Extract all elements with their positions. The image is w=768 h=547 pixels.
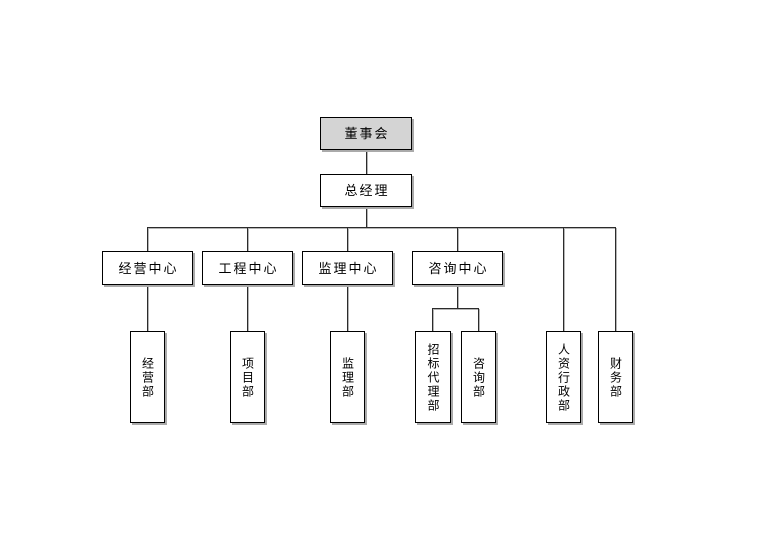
node-dept-hr-admin-label: 人资行政部 [556,343,571,413]
node-dept-hr-admin: 人资行政部 [546,331,581,423]
connector-cons-center-stem [457,285,458,308]
node-center-consulting-label: 咨询中心 [428,260,489,276]
node-center-consulting: 咨询中心 [412,251,503,285]
node-dept-finance: 财务部 [598,331,633,423]
node-board: 董事会 [320,117,412,150]
node-dept-operations-label: 经营部 [140,357,155,399]
connector-board-to-gm [366,150,367,174]
connector-ops-center-to-dept [147,285,148,331]
node-center-supervision: 监理中心 [302,251,393,285]
connector-trunk-to-sup-center [347,227,348,251]
connector-trunk-to-cons-center [457,227,458,251]
connector-branch-to-bid-dept [432,308,433,331]
node-dept-bidding-agency-label: 招标代理部 [426,343,440,413]
connector-trunk-to-hr-dept [563,227,564,331]
connector-trunk-to-ops-center [147,227,148,251]
node-dept-project: 项目部 [230,331,265,423]
node-dept-finance-label: 财务部 [608,357,623,399]
node-center-supervision-label: 监理中心 [318,260,379,276]
node-board-label: 董事会 [344,126,390,141]
connector-trunk-to-eng-center [247,227,248,251]
node-dept-project-label: 项目部 [240,357,255,399]
node-dept-bidding-agency: 招标代理部 [415,331,451,423]
node-dept-consulting-label: 咨询部 [471,357,486,399]
node-dept-supervision: 监理部 [330,331,365,423]
node-dept-operations: 经营部 [130,331,165,423]
node-dept-supervision-label: 监理部 [340,357,355,399]
connector-gm-to-trunk [366,207,367,227]
connector-trunk-to-fin-dept [615,227,616,331]
connector-sup-center-to-dept [347,285,348,331]
connector-eng-center-to-dept [247,285,248,331]
node-center-engineering-label: 工程中心 [218,260,279,276]
node-dept-consulting: 咨询部 [461,331,496,423]
connector-branch-to-cons-dept [478,308,479,331]
node-general-manager-label: 总经理 [344,183,390,198]
node-center-engineering: 工程中心 [202,251,293,285]
node-center-operations-label: 经营中心 [118,260,179,276]
node-general-manager: 总经理 [320,174,412,207]
node-center-operations: 经营中心 [102,251,193,285]
connector-trunk [147,227,616,228]
connector-cons-branch [432,308,479,309]
